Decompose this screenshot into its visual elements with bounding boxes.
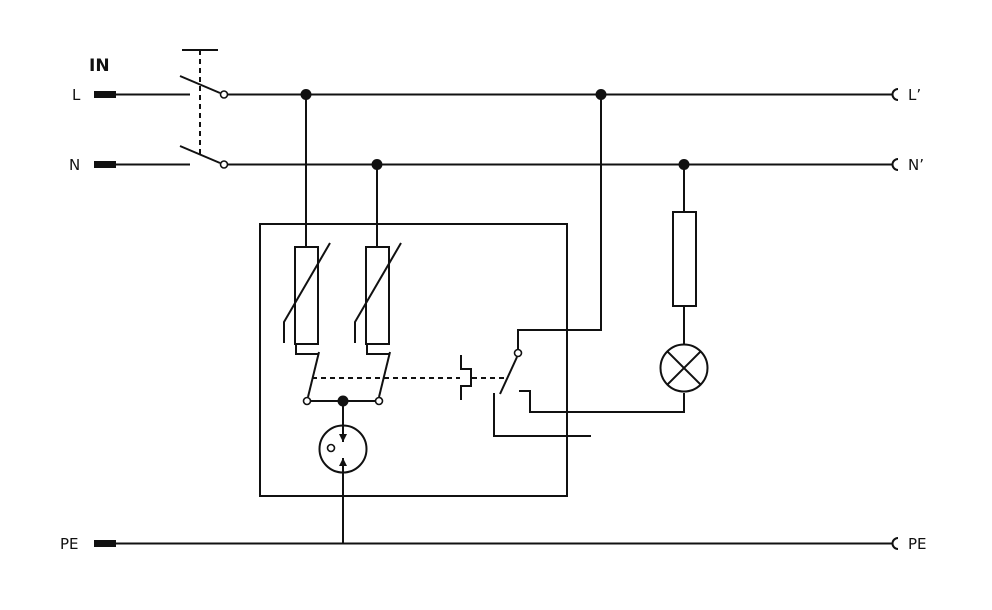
earth-out-label: PE: [908, 535, 927, 553]
lamp-resistor: [672, 211, 697, 307]
gdt-gas-dot: [326, 443, 336, 453]
neutral-in-terminal: [94, 161, 116, 168]
thermal-disconnector-1: [295, 344, 320, 406]
disconnector-1-blade: [307, 351, 320, 398]
varistor-1-characteristic: [283, 242, 331, 343]
neutral-out-label: N’: [908, 156, 924, 174]
earth-out-terminal: [891, 537, 899, 550]
lamp-cross-b: [666, 350, 702, 386]
varistor-2-characteristic: [354, 242, 402, 343]
neutral-in-label: N: [69, 156, 80, 174]
varistor-2: [354, 242, 402, 345]
earth-in-terminal: [94, 540, 116, 547]
remote-signal-contact: [493, 94, 685, 437]
disconnector-2-blade: [378, 351, 391, 398]
varistor-1: [283, 242, 331, 345]
line-in-terminal: [94, 91, 116, 98]
thermal-trigger-symbol: [460, 355, 472, 400]
line-out-label: L’: [908, 86, 921, 104]
main-switch: [179, 49, 229, 169]
signal-nc-contact-lead: [519, 390, 685, 413]
switch-contact-line: [219, 90, 229, 99]
disconnector-2-contact: [374, 396, 384, 406]
signal-no-contact-lead: [493, 393, 591, 437]
input-heading: IN: [89, 56, 110, 76]
disconnector-1-lead: [295, 344, 318, 355]
gdt-upper-arrow: [339, 434, 347, 442]
thermal-disconnector-2: [366, 344, 391, 406]
disconnector-2-lead: [366, 344, 389, 355]
varistor-2-body: [365, 246, 390, 345]
varistor-1-body: [294, 246, 319, 345]
signal-common-contact: [513, 348, 523, 358]
gas-discharge-tube: [318, 424, 368, 474]
switch-contact-neutral: [219, 160, 229, 169]
neutral-out-terminal: [891, 158, 899, 171]
gdt-lower-arrow: [339, 458, 347, 466]
signal-contact-blade: [499, 356, 518, 395]
disconnector-1-contact: [302, 396, 312, 406]
surge-protector-module: [259, 223, 568, 497]
line-in-label: L: [72, 86, 81, 104]
line-out-terminal: [891, 88, 899, 101]
signal-common-wire: [517, 94, 602, 349]
earth-in-label: PE: [60, 535, 79, 553]
signal-lamp: [659, 343, 709, 393]
switch-blade-line: [179, 75, 221, 94]
switch-blade-neutral: [179, 145, 221, 164]
